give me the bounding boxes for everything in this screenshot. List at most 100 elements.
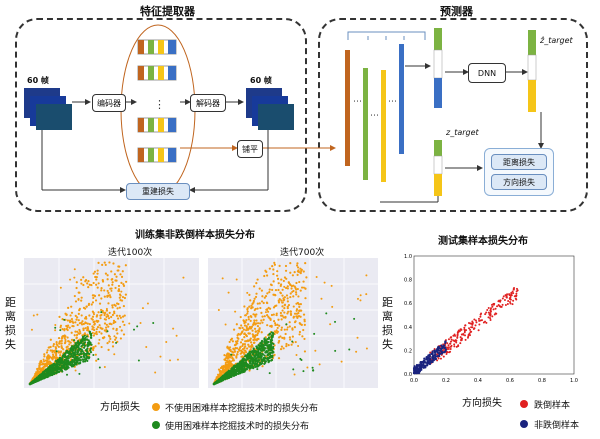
orange-point (36, 313, 39, 316)
navy-point (441, 346, 444, 350)
green-point (267, 360, 270, 363)
red-point (464, 334, 467, 337)
red-point (491, 305, 494, 308)
orange-point (261, 321, 264, 324)
green-point (272, 345, 275, 348)
orange-point (256, 324, 260, 328)
green-point (61, 360, 64, 363)
orange-point (277, 288, 280, 292)
orange-point (299, 267, 302, 270)
orange-point (45, 351, 49, 354)
orange-point (77, 319, 80, 322)
red-point (450, 344, 453, 347)
orange-point (241, 343, 245, 346)
test-ytick: 0.4 (404, 325, 412, 331)
orange-point (64, 335, 67, 338)
red-point (470, 330, 473, 333)
orange-point (66, 324, 70, 327)
frames-in-label: 60 帧 (27, 76, 49, 85)
orange-point (74, 330, 77, 333)
orange-point (123, 323, 126, 327)
orange-point (303, 350, 307, 353)
orange-point (314, 349, 317, 352)
orange-point (106, 342, 109, 345)
orange-point (283, 298, 286, 301)
orange-point (302, 270, 305, 273)
green-point (63, 360, 66, 363)
green-point (73, 362, 76, 366)
green-point (260, 361, 264, 365)
orange-point (283, 303, 287, 306)
orange-point (284, 269, 288, 272)
red-point (447, 344, 450, 347)
green-point (246, 357, 249, 360)
orange-point (80, 296, 83, 299)
orange-point (101, 278, 104, 282)
orange-point (96, 272, 99, 275)
red-point (489, 317, 492, 320)
red-point (508, 297, 511, 300)
orange-point (253, 319, 256, 322)
red-point (502, 295, 505, 298)
orange-point (275, 312, 278, 315)
green-point (71, 363, 74, 366)
green-point (220, 376, 223, 379)
red-point (446, 346, 449, 349)
red-point (473, 327, 476, 330)
orange-point (54, 349, 57, 352)
orange-point (295, 315, 298, 318)
orange-point (68, 326, 71, 329)
green-point (348, 348, 351, 351)
orange-point (103, 365, 106, 368)
orange-point (277, 282, 280, 285)
red-point (511, 303, 514, 306)
predictor-box (318, 18, 588, 212)
orange-point (74, 314, 77, 317)
orange-point (66, 319, 70, 322)
green-point (258, 359, 261, 362)
orange-point (241, 355, 244, 358)
orange-point (223, 365, 226, 368)
orange-point (93, 332, 97, 335)
green-point (302, 370, 305, 373)
green-point (229, 369, 232, 372)
green-point (259, 348, 262, 351)
orange-point (67, 347, 70, 350)
orange-point (91, 331, 94, 335)
orange-point (355, 350, 358, 353)
orange-point (112, 327, 115, 330)
orange-point (146, 302, 149, 305)
orange-point (230, 337, 234, 340)
orange-point (265, 308, 268, 311)
predictor-title: 预测器 (440, 5, 473, 18)
green-point (83, 341, 87, 344)
green-point (230, 367, 233, 370)
orange-point (286, 300, 289, 303)
orange-point (101, 263, 104, 266)
orange-point (93, 322, 96, 325)
orange-point (253, 336, 256, 339)
orange-point (124, 293, 127, 296)
orange-point (279, 335, 282, 338)
orange-point (111, 313, 115, 317)
orange-point (303, 320, 306, 323)
red-point (453, 340, 456, 343)
green-point (263, 338, 267, 341)
orange-point (57, 345, 60, 348)
navy-point (437, 354, 441, 357)
orange-point (255, 319, 258, 322)
orange-point (228, 359, 231, 362)
orange-point (295, 288, 298, 291)
red-point (470, 322, 473, 325)
orange-point (229, 346, 232, 349)
green-point (63, 318, 66, 321)
orange-point (302, 286, 305, 289)
orange-point (260, 319, 263, 322)
navy-point (413, 371, 416, 375)
navy-point (413, 369, 416, 372)
green-point (260, 342, 263, 345)
orange-point (88, 314, 91, 317)
orange-point (236, 339, 239, 343)
red-point (515, 292, 518, 295)
orange-point (72, 325, 75, 328)
